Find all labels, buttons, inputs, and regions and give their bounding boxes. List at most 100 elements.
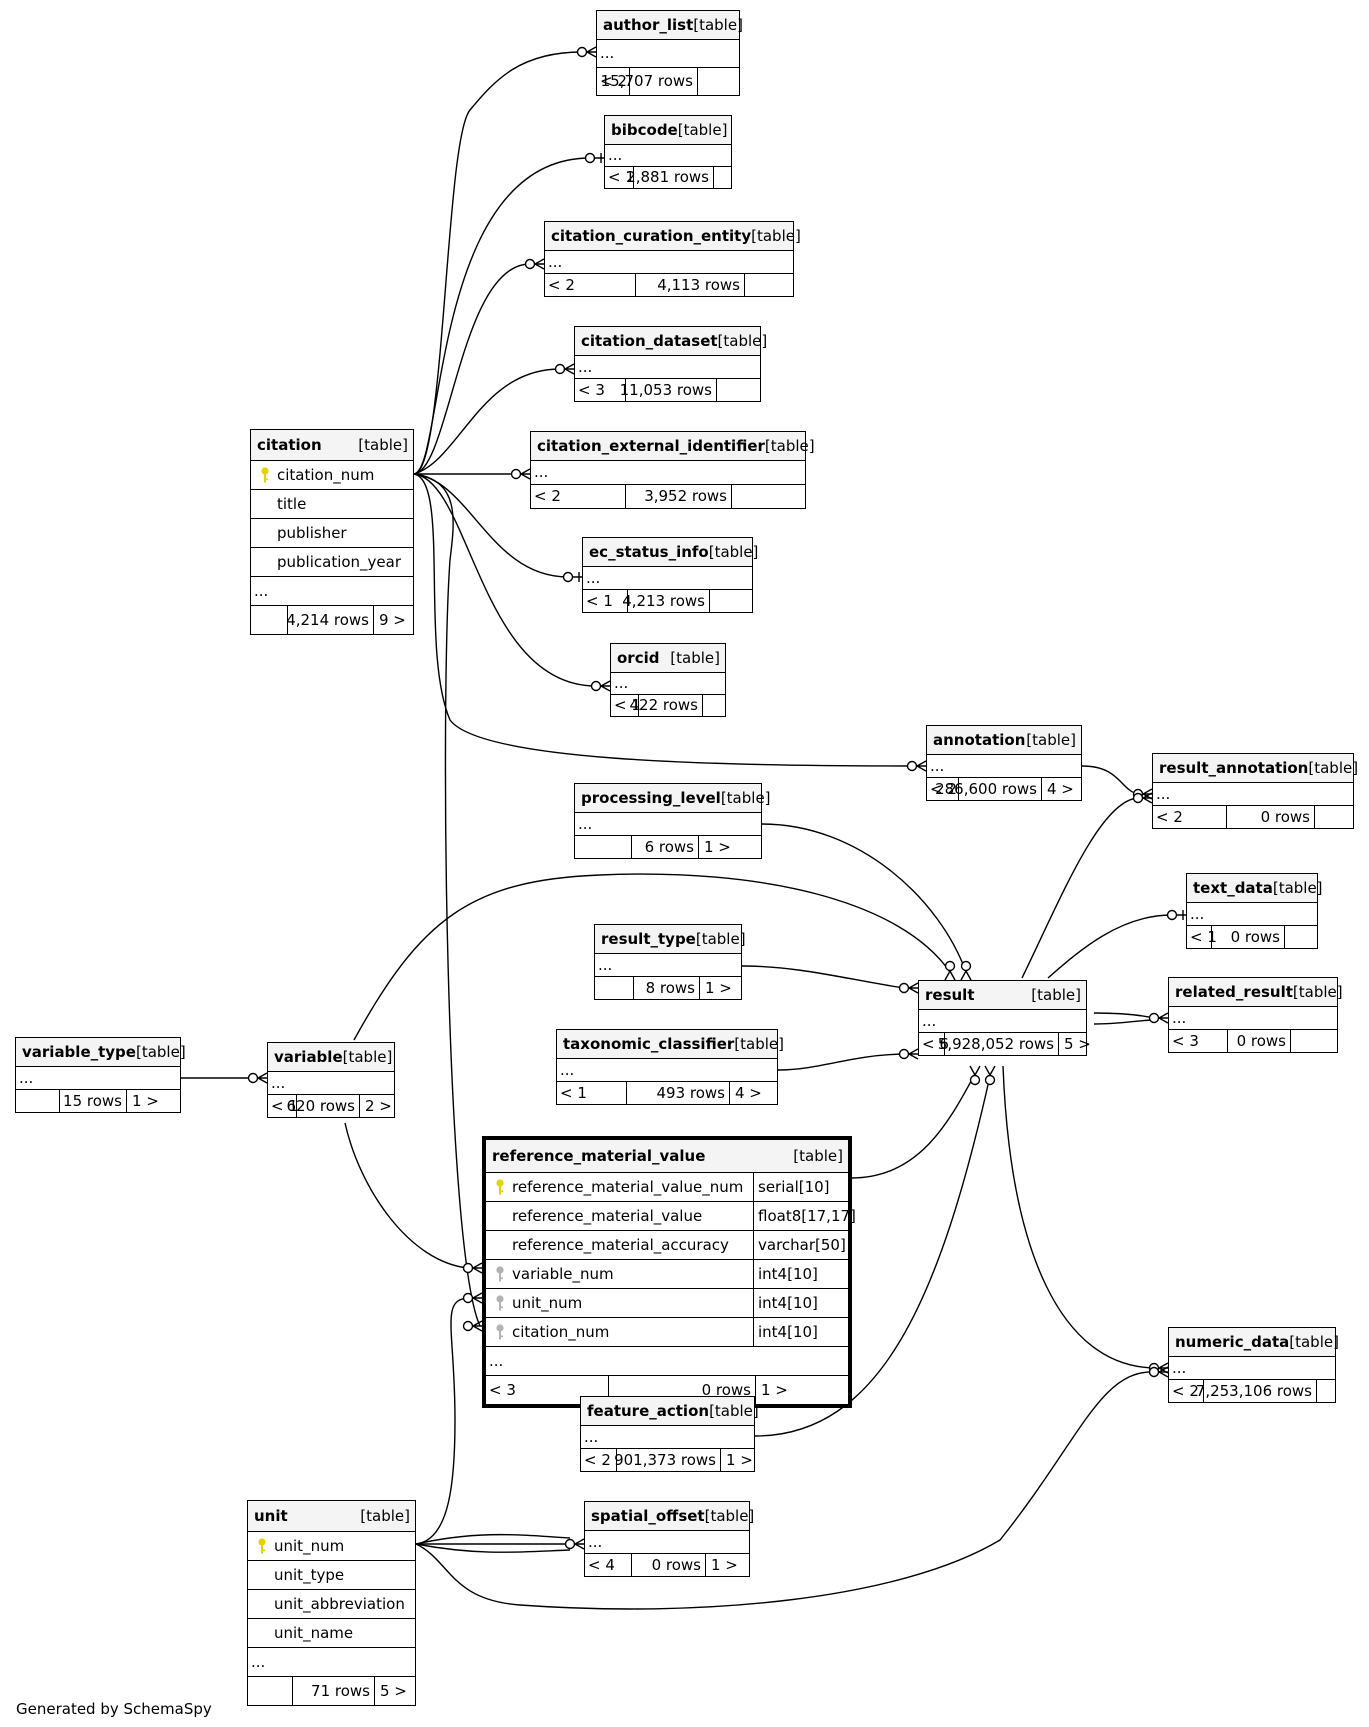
table-header: related_result[table] <box>1169 978 1343 1006</box>
row-count: 0 rows <box>1227 1030 1291 1052</box>
ellipsis-text: ... <box>271 1073 286 1092</box>
table-name: citation_dataset <box>581 331 718 350</box>
crows-foot-marker <box>1142 792 1153 804</box>
table-citation-external-identifier[interactable]: citation_external_identifier[table]...< … <box>530 431 815 509</box>
table-type-tag: [table] <box>135 1042 186 1061</box>
ellipsis-text: ... <box>254 581 269 600</box>
more-columns-ellipsis: ... <box>1169 1006 1337 1029</box>
table-reference-material-value[interactable]: reference_material_value[table]reference… <box>482 1136 856 1408</box>
table-type-tag: [table] <box>1031 985 1081 1004</box>
column-name: publication_year <box>277 552 402 571</box>
table-name: citation_external_identifier <box>537 436 765 455</box>
table-type-tag: [table] <box>677 120 728 139</box>
ellipsis-text: ... <box>588 1532 603 1551</box>
row-count: 15,707 rows <box>601 68 698 95</box>
optional-marker <box>554 363 566 375</box>
optional-marker <box>944 960 956 972</box>
parent-count: < 6 <box>922 1034 949 1053</box>
table-type-tag: [table] <box>1289 1332 1339 1351</box>
crows-foot-marker <box>600 680 611 692</box>
more-columns-ellipsis: ... <box>557 1058 777 1081</box>
table-header: unit[table] <box>248 1501 415 1531</box>
column-type: serial[10] <box>753 1173 848 1201</box>
table-header: ec_status_info[table] <box>583 538 758 566</box>
child-count: 1 > <box>726 1450 753 1469</box>
table-type-tag: [table] <box>793 1146 843 1165</box>
foreign-key-icon <box>496 1266 504 1282</box>
row-count: 7,253,106 rows <box>1196 1380 1317 1402</box>
link-result-numeric-data <box>1002 1065 1155 1369</box>
child-count: 1 > <box>132 1091 159 1110</box>
table-name: spatial_offset <box>591 1506 705 1525</box>
child-count: 1 > <box>711 1555 738 1574</box>
row-count: 0 rows <box>631 1554 706 1576</box>
more-columns-ellipsis: ... <box>595 953 741 976</box>
column-type: varchar[50] <box>753 1231 848 1259</box>
table-type-tag: [table] <box>708 542 759 561</box>
table-type-tag: [table] <box>360 1506 410 1525</box>
crows-foot-marker <box>586 46 597 58</box>
table-type-tag: [table] <box>695 929 746 948</box>
column-row: title <box>251 489 413 518</box>
optional-marker <box>510 468 522 480</box>
link-annotation-result-annotation <box>1081 765 1139 795</box>
table-type-tag: [table] <box>734 1034 784 1053</box>
crows-foot-marker <box>916 760 927 772</box>
link-citation-bibcode <box>413 157 591 475</box>
parent-count: < 2 <box>930 779 957 798</box>
optional-marker <box>590 680 602 692</box>
table-name: citation <box>257 435 322 454</box>
table-header: variable_type[table] <box>16 1038 186 1066</box>
link-unit-reference-material <box>415 1297 469 1545</box>
parent-count: < 1 <box>608 168 635 186</box>
column-name: unit_num <box>274 1536 345 1555</box>
more-columns-ellipsis: ... <box>927 754 1081 777</box>
optional-marker <box>564 1538 576 1550</box>
primary-key-icon <box>258 1538 266 1554</box>
table-header: taxonomic_classifier[table] <box>557 1030 784 1058</box>
optional-marker <box>462 1320 474 1332</box>
more-columns-ellipsis: ... <box>16 1066 180 1089</box>
table-type-tag: [table] <box>709 1401 759 1420</box>
child-count: 1 > <box>761 1380 788 1399</box>
crows-foot-marker <box>1158 1362 1169 1374</box>
parent-count: < 2 <box>600 72 627 90</box>
row-count: 620 rows <box>287 1095 360 1117</box>
ellipsis-text: ... <box>560 1060 575 1079</box>
link-reference-material-result <box>851 1073 976 1179</box>
optional-marker <box>1148 1366 1160 1378</box>
link-result-type-result <box>741 965 905 989</box>
column-name: citation_num <box>277 465 375 484</box>
column-row: citation_num <box>251 460 413 489</box>
child-count <box>1317 1380 1335 1402</box>
